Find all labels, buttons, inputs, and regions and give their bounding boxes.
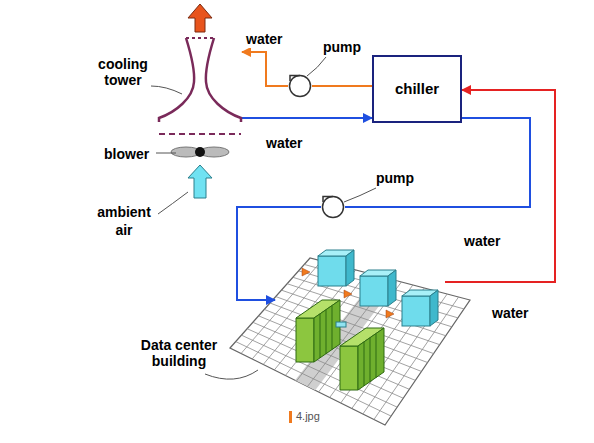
pump-outline [288, 74, 312, 98]
text-holder: pump [320, 38, 364, 56]
cold-aisle-unit [336, 322, 346, 327]
edge-label-holder: water [244, 30, 285, 48]
chiller-box: chiller [372, 55, 462, 123]
edge-label-holder: water [490, 304, 531, 322]
rack-side [314, 300, 340, 362]
pump-symbol: pump [288, 74, 312, 98]
crac-unit [402, 296, 430, 326]
water-pipe [242, 117, 372, 119]
rack-front [340, 346, 358, 390]
label-holder: blower [104, 145, 149, 163]
leader-line [151, 86, 182, 94]
blower-symbol [171, 147, 229, 157]
pipe-label: water [492, 305, 529, 321]
crac-unit-side [346, 250, 354, 286]
pipe-label: water [246, 31, 283, 47]
pump-outline [321, 195, 345, 219]
ambient-air-arrow [188, 165, 212, 198]
airflow-arrow [302, 268, 310, 276]
part-label: ambient air [97, 204, 151, 238]
cooling-tower: cooling tower [158, 36, 242, 136]
airflow-arrow [344, 290, 352, 298]
rack-side [358, 328, 384, 390]
label-holder: ambient air [94, 203, 154, 239]
edge-label-holder: water [264, 134, 305, 152]
pipe-label: water [464, 233, 501, 249]
pump-symbol: pump [321, 195, 345, 219]
tower-outline [158, 36, 242, 136]
rack-stripes [320, 306, 332, 358]
part-label: blower [104, 146, 149, 162]
water-pipe [242, 52, 288, 86]
leader-line [205, 370, 258, 379]
floor-grid-line [374, 297, 459, 420]
crac-unit-side [388, 270, 396, 306]
node-label: Data center building [137, 337, 221, 369]
caption-mark [289, 411, 292, 423]
node-label: chiller [395, 81, 439, 97]
rack-front [296, 318, 314, 362]
floor-aisle [295, 276, 398, 391]
leader-line [344, 188, 376, 202]
airflow-arrow [386, 310, 394, 318]
crac-unit [360, 276, 388, 306]
crac-unit-side [430, 290, 438, 326]
leader-line [158, 192, 188, 214]
leader-lines [151, 57, 376, 379]
server-racks [296, 300, 384, 390]
pipe-label: water [266, 135, 303, 151]
rack-stripes [364, 334, 376, 386]
text-holder: chiller [374, 57, 460, 121]
node-label: pump [376, 170, 414, 186]
crac-unit [318, 256, 346, 286]
leader-line [156, 153, 176, 154]
water-pipe [312, 85, 372, 87]
node-label: pump [323, 39, 361, 55]
water-pipe [345, 118, 530, 207]
caption: 4.jpg [296, 410, 320, 423]
leader-line [307, 57, 326, 76]
text-holder: Data center building [137, 337, 221, 370]
edge-label-holder: water [462, 232, 503, 250]
exhaust-arrow [188, 4, 212, 32]
data-center-building: Data center building [275, 245, 445, 425]
water-pipe [237, 207, 321, 300]
node-label: cooling tower [94, 56, 152, 88]
text-holder: cooling tower [94, 56, 152, 89]
text-holder: pump [373, 169, 417, 187]
